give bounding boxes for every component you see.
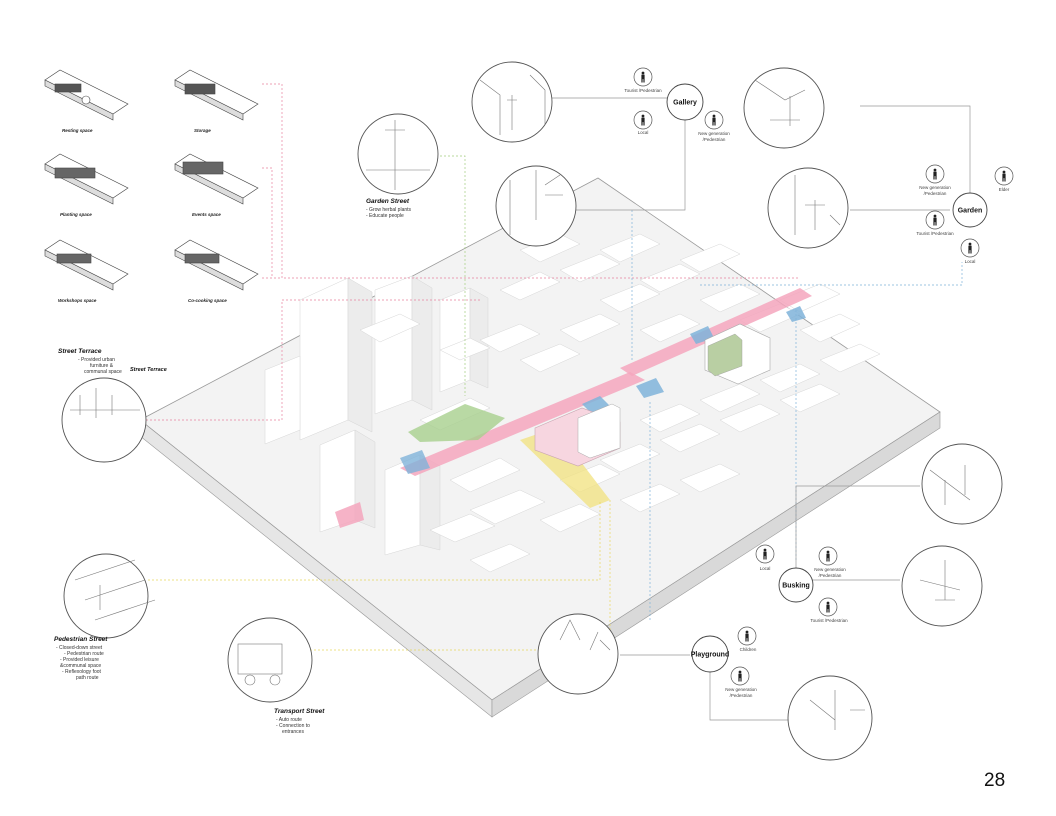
street-terrace-map-label: Street Terrace — [130, 367, 167, 373]
playground-user-label: New generation /Pedestrian — [716, 687, 766, 698]
module-events — [175, 154, 258, 204]
garden-street-line: - Educate people — [366, 213, 404, 219]
module-caption-storage: Storage — [194, 128, 211, 133]
vignette-pedestrian-street — [64, 554, 148, 638]
gallery-user-label: Local — [623, 130, 663, 136]
module-caption-cocooking: Co-cooking space — [188, 298, 227, 303]
module-caption-planting: Planting space — [60, 212, 92, 217]
hub-playground-label: Playground — [691, 652, 730, 659]
transport-street-line: entrances — [282, 729, 304, 735]
hub-busking-label: Busking — [782, 583, 810, 590]
garden-street-title: Garden Street — [366, 198, 409, 205]
gallery-user-label: Tourist /Pedestrian — [623, 88, 663, 94]
garden-user-label: New generation /Pedestrian — [911, 185, 959, 196]
hub-garden-label: Garden — [958, 208, 983, 215]
module-workshops — [45, 240, 128, 290]
pedestrian-street-title: Pedestrian Street — [54, 636, 107, 643]
garden-user-label: Local — [955, 259, 985, 265]
garden-user-label: Elder — [990, 187, 1018, 193]
vignette-garden-tree — [744, 68, 824, 148]
gallery-user-label: New generation /Pedestrian — [690, 131, 738, 142]
transport-street-title: Transport Street — [274, 708, 324, 715]
module-caption-events: Events space — [192, 212, 221, 217]
street-terrace-line: communal space — [84, 369, 122, 375]
street-terrace-title: Street Terrace — [58, 348, 101, 355]
page-number: 28 — [984, 770, 1005, 792]
vignette-garden-sitting — [768, 168, 848, 248]
vignette-garden-street — [358, 114, 438, 194]
hub-gallery-label: Gallery — [673, 100, 697, 107]
module-caption-workshops: Workshops space — [58, 298, 96, 303]
busking-user-label: New generation /Pedestrian — [806, 567, 854, 578]
vignette-transport-street — [228, 618, 312, 702]
vignette-street-terrace — [62, 378, 146, 462]
vignette-playground-kids — [538, 614, 618, 694]
busking-user-label: Local — [750, 566, 780, 572]
playground-user-label: Children — [730, 647, 766, 653]
garden-user-label: Tourist /Pedestrian — [913, 231, 957, 237]
module-caption-resting: Resting space — [62, 128, 93, 133]
vignette-busking-guitar — [922, 444, 1002, 524]
module-plates — [45, 70, 258, 290]
vignette-playground-play — [788, 676, 872, 760]
pedestrian-street-line: path route — [76, 675, 99, 681]
module-resting — [45, 70, 128, 120]
vignette-busking-drum — [902, 546, 982, 626]
busking-user-label: Tourist /Pedestrian — [808, 618, 850, 624]
module-storage — [175, 70, 258, 120]
module-cocooking — [175, 240, 258, 290]
module-planting — [45, 154, 128, 204]
